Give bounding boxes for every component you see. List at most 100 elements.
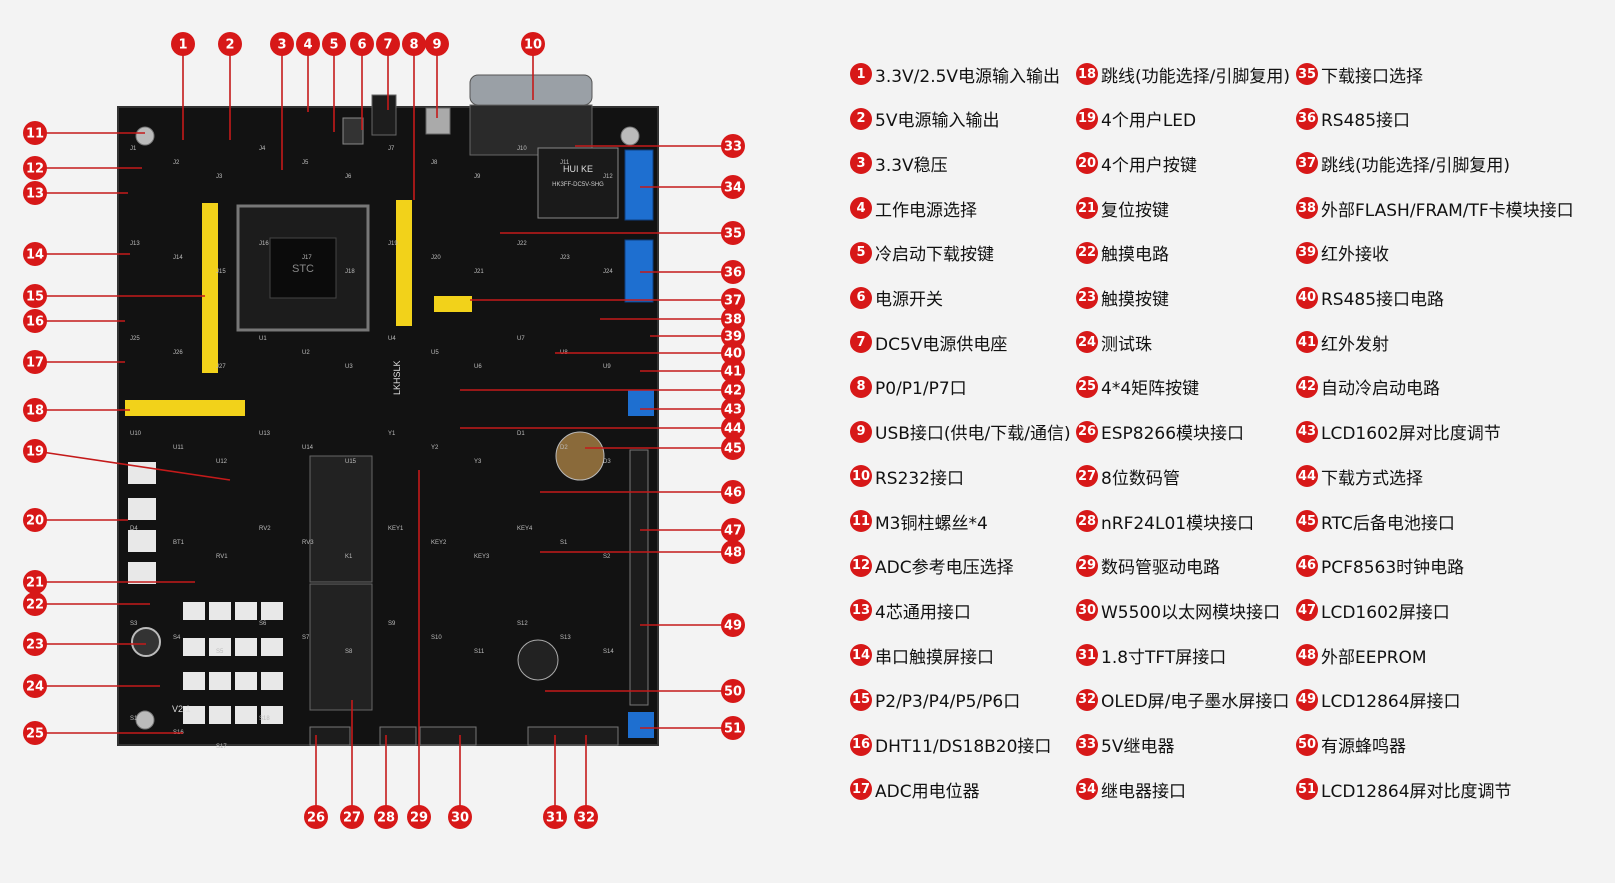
marker-number-27: 27 (343, 811, 361, 826)
silk-label: D3 (603, 459, 611, 465)
silk-label: U5 (431, 350, 439, 356)
marker-circle-2 (218, 32, 242, 56)
silk-label: J26 (173, 350, 183, 356)
legend-number: 5 (850, 241, 872, 264)
legend-number: 3 (850, 152, 872, 175)
relay-logo: HUI KE (563, 164, 593, 174)
marker-circle-5 (322, 32, 346, 56)
silk-label: J25 (130, 336, 140, 342)
silk-label: Y1 (388, 431, 396, 437)
marker-number-26: 26 (307, 811, 325, 826)
legend-text: 红外发射 (1321, 334, 1389, 355)
silk-label: J1 (130, 146, 137, 152)
rs485-terminal (624, 239, 654, 303)
silk-label: U9 (603, 364, 611, 370)
legend-number: 11 (850, 510, 872, 532)
legend-number: 21 (1076, 197, 1098, 220)
marker-number-25: 25 (26, 727, 44, 742)
marker-number-30: 30 (451, 811, 469, 826)
silk-label: J4 (259, 146, 266, 152)
seven-segment-2 (309, 583, 373, 711)
marker-circle-49 (721, 613, 745, 637)
marker-circle-38 (721, 307, 745, 331)
silk-label: S10 (431, 635, 442, 641)
legend-text: PCF8563时钟电路 (1321, 558, 1465, 579)
bottom-header-3 (419, 726, 477, 746)
silk-label: D2 (560, 445, 568, 451)
legend-number: 37 (1296, 152, 1318, 175)
version-label: V2.1 (172, 704, 191, 714)
marker-number-18: 18 (26, 404, 44, 419)
marker-circle-47 (721, 518, 745, 542)
marker-circle-8 (402, 32, 426, 56)
legend-text: 数码管驱动电路 (1101, 558, 1220, 579)
marker-circle-48 (721, 540, 745, 564)
marker-number-38: 38 (724, 313, 742, 328)
marker-number-8: 8 (409, 38, 418, 53)
rs232-body (469, 104, 593, 156)
mcu-chip (269, 237, 337, 299)
marker-number-24: 24 (26, 680, 44, 695)
legend-text: 外部FLASH/FRAM/TF卡模块接口 (1321, 200, 1574, 221)
leader-line-19 (34, 450, 231, 481)
silk-label: J12 (603, 174, 613, 180)
legend-text: 外部EEPROM (1321, 647, 1427, 668)
legend-text: 有源蜂鸣器 (1321, 737, 1406, 757)
silk-label: U13 (259, 431, 271, 437)
silk-label: J21 (474, 269, 484, 275)
legend-number: 27 (1076, 465, 1098, 488)
legend-text: DHT11/DS18B20接口 (875, 737, 1052, 757)
marker-number-14: 14 (26, 248, 44, 263)
legend-text: 下载方式选择 (1321, 468, 1423, 489)
legend-text: DC5V电源供电座 (875, 334, 1008, 355)
contrast-pot-2 (628, 712, 654, 738)
marker-circle-10 (521, 32, 545, 56)
bottom-header-1 (309, 726, 351, 746)
jumper-small (434, 296, 472, 312)
silk-label: J15 (216, 269, 226, 275)
marker-number-3: 3 (277, 38, 286, 53)
seven-segment-1 (309, 455, 373, 583)
silk-label: U10 (130, 431, 142, 437)
legend-text: 复位按键 (1101, 200, 1169, 221)
marker-number-10: 10 (524, 38, 542, 53)
marker-number-44: 44 (724, 422, 742, 437)
screw-hole (620, 126, 640, 146)
marker-number-16: 16 (26, 315, 44, 330)
silk-label: J13 (130, 241, 140, 247)
silk-label: U2 (302, 350, 310, 356)
legend-text: 跳线(功能选择/引脚复用) (1321, 155, 1510, 176)
silk-label: S1 (560, 540, 568, 546)
contrast-pot (628, 390, 654, 416)
marker-circle-9 (425, 32, 449, 56)
marker-number-43: 43 (724, 403, 742, 418)
silk-label: S6 (259, 621, 267, 627)
rs232-connector (469, 74, 593, 106)
legend-text: ADC参考电压选择 (875, 558, 1014, 579)
legend-number: 12 (850, 554, 872, 577)
legend-number: 34 (1076, 778, 1098, 801)
marker-number-4: 4 (303, 38, 312, 53)
marker-circle-24 (23, 674, 47, 698)
legend-text: RS485接口 (1321, 111, 1411, 132)
silk-label: J5 (302, 160, 309, 166)
legend-text: ESP8266模块接口 (1101, 424, 1245, 445)
marker-circle-39 (721, 324, 745, 348)
